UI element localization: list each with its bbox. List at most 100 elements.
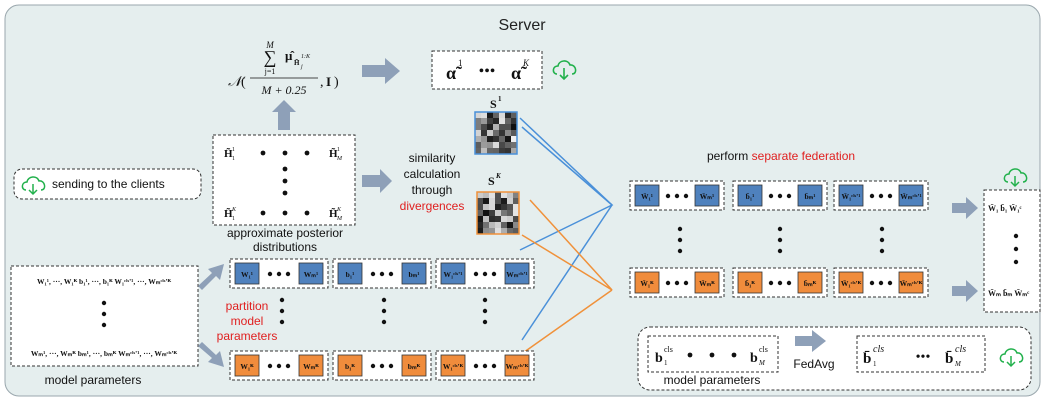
output-top: W̄₁ b̄₁ W̄₁ᶜ	[988, 204, 1022, 213]
federation-bottom-cell-label: W̄ₘᴷ	[699, 279, 715, 288]
heatmap-cell	[489, 198, 496, 205]
cls-out-dots: •••	[916, 350, 931, 365]
alpha-dots: •••	[479, 63, 496, 80]
svg-text:1: 1	[337, 147, 340, 153]
heatmap-cell	[481, 124, 488, 131]
heatmap-cell	[481, 112, 488, 119]
federation-top-cell	[634, 184, 660, 207]
similarity-label-3: through	[412, 183, 453, 197]
s-top-label: S	[490, 97, 497, 111]
heatmap-cell	[489, 192, 496, 199]
arrow-fedavg	[795, 330, 826, 352]
partition-top-cell-label: Wₘᶜˡˢ'¹	[506, 270, 527, 279]
partition-top-cell	[401, 262, 427, 285]
partition-bottom-cell	[234, 354, 260, 377]
approx-label-2: distributions	[253, 240, 317, 254]
cls-model-params-label: model parameters	[664, 373, 761, 387]
heatmap-cell	[489, 210, 496, 217]
heatmap-cell	[477, 198, 484, 205]
heatmap-cell	[495, 192, 502, 199]
svg-text:M + 0.25: M + 0.25	[260, 83, 306, 97]
cloud-download-icon	[999, 348, 1024, 368]
partition-top-cell-label: b₁¹	[346, 270, 355, 279]
heatmap-cell	[493, 124, 500, 131]
partition-bottom-dot	[482, 363, 488, 369]
svg-text:cls: cls	[664, 345, 673, 354]
heatmap-border	[476, 191, 520, 235]
arrow-to-output-bottom	[952, 280, 978, 302]
heatmap-cell	[481, 142, 488, 149]
partition-top-cell	[234, 262, 260, 285]
s-bottom-label: S	[488, 174, 495, 188]
heatmap-cell	[501, 204, 508, 211]
partition-bottom-cell-label: Wₘᴷ	[303, 362, 319, 371]
federation-bottom-cell-label: W̄₁ᴷ	[640, 279, 654, 288]
heatmap-cell	[483, 216, 490, 223]
partition-top-cell-label: W₁ᶜˡˢ'¹	[444, 270, 463, 279]
alpha-box	[431, 50, 543, 90]
federation-bottom-cell	[634, 271, 660, 294]
partition-top-cell-label: W₁¹	[241, 270, 253, 279]
partition-top-dot	[370, 271, 376, 277]
heatmap-cell	[481, 136, 488, 143]
heatmap-cell	[501, 192, 508, 199]
heatmap-cell	[505, 136, 512, 143]
svg-text:M: M	[954, 360, 962, 368]
svg-text:I: I	[326, 74, 331, 89]
heatmap-cell	[513, 228, 520, 235]
heatmap-cell	[487, 118, 494, 125]
sending-box	[13, 168, 202, 200]
heatmap-cell	[475, 124, 482, 131]
heatmap-cell	[477, 192, 484, 199]
partition-bottom-cell-label: Wₘᶜˡˢ'ᴷ	[506, 362, 529, 371]
heatmap-cell	[513, 210, 520, 217]
heatmap-cell	[513, 198, 520, 205]
heatmap-cell	[487, 142, 494, 149]
heatmap-cell	[505, 112, 512, 119]
heatmap-cell	[499, 112, 506, 119]
cloud-download-icon	[1003, 168, 1028, 188]
partition-top-dot	[482, 271, 488, 277]
s-top-heatmap	[474, 111, 518, 155]
partition-top-cell	[440, 262, 466, 285]
federation-top-cell	[797, 184, 823, 207]
svg-text:μ̂: μ̂	[285, 48, 295, 63]
server-title: Server	[498, 17, 546, 34]
svg-text:,: ,	[320, 75, 324, 90]
posterior-formula: M ∑ j=1 μ̂ H̃ j 1:K 𝒩 ( M + 0.25 , I )	[228, 40, 339, 97]
output-bottom: W̄ₘ b̄ₘ W̄ₘᶜ	[988, 289, 1029, 298]
federation-bottom-dot	[869, 280, 875, 286]
federation-top-dot	[777, 193, 783, 199]
model-params-label: model parameters	[45, 373, 142, 387]
heatmap-cell	[499, 136, 506, 143]
svg-text:j: j	[300, 64, 303, 70]
heatmap-cell	[475, 148, 482, 155]
heatmap-cell	[507, 228, 514, 235]
heatmap-cell	[489, 204, 496, 211]
heatmap-cell	[475, 118, 482, 125]
arrow-to-alpha	[362, 58, 400, 84]
heatmap-cell	[501, 198, 508, 205]
partition-bottom-cell-label: bₘᴷ	[408, 362, 421, 371]
federation-bottom-cell-label: b̄₁ᴷ	[745, 279, 755, 288]
heatmap-cell	[475, 112, 482, 119]
heatmap-cell	[493, 148, 500, 155]
approx-label-1: approximate posterior	[227, 226, 343, 240]
heatmap-cell	[507, 210, 514, 217]
federation-top-dot	[768, 193, 774, 199]
svg-text:cls: cls	[759, 345, 768, 354]
cloud-download-icon	[21, 176, 46, 196]
heatmap-cell	[513, 216, 520, 223]
heatmap-cell	[511, 142, 518, 149]
svg-text:1:K: 1:K	[301, 54, 311, 60]
heatmap-cell	[511, 112, 518, 119]
heatmap-cell	[483, 204, 490, 211]
heatmap-cell	[475, 142, 482, 149]
cls-dots	[687, 352, 737, 358]
svg-text:H̃: H̃	[329, 147, 338, 160]
federation-bottom-dot	[777, 280, 783, 286]
svg-text:K: K	[336, 207, 342, 213]
partition-top-dot	[267, 271, 273, 277]
svg-text:j=1: j=1	[264, 67, 276, 76]
